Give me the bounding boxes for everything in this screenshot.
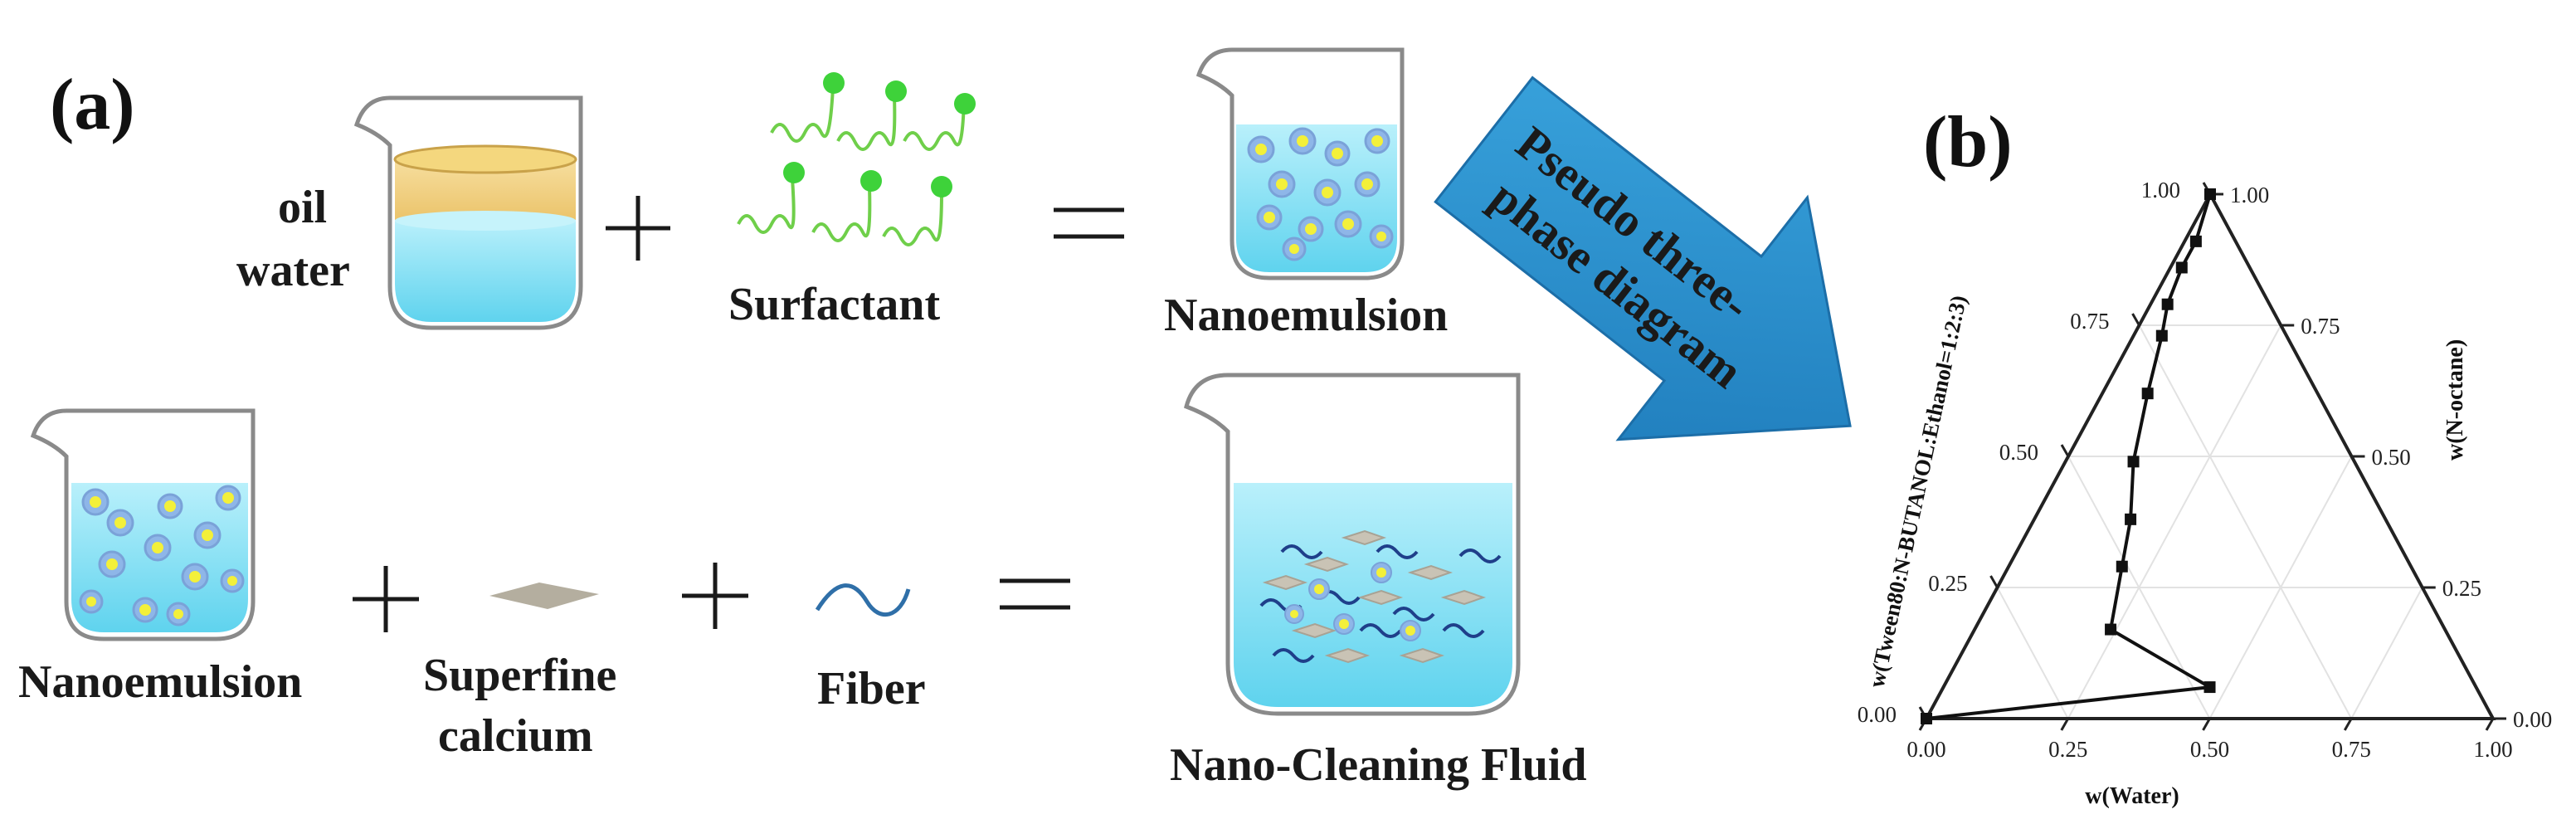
grid-line bbox=[2350, 587, 2423, 719]
data-point bbox=[2105, 623, 2117, 636]
bottom-tick-3: 0.75 bbox=[2332, 737, 2371, 762]
data-point bbox=[2155, 329, 2168, 342]
grid-line bbox=[2138, 324, 2353, 719]
surfactant-molecules-icon bbox=[737, 72, 976, 246]
bottom-tick-1: 0.25 bbox=[2048, 737, 2087, 762]
tick-mark bbox=[2131, 313, 2140, 326]
plus-sign-2 bbox=[353, 566, 419, 632]
calcium-label-line2: calcium bbox=[438, 710, 593, 762]
ternary-ticks bbox=[1918, 182, 2506, 731]
bottom-tick-4: 1.00 bbox=[2473, 737, 2512, 762]
nanoemulsion-beaker bbox=[1195, 47, 1405, 280]
data-point bbox=[2175, 261, 2188, 274]
data-point bbox=[2141, 388, 2154, 400]
data-point bbox=[2161, 298, 2174, 310]
oil-label: oil bbox=[278, 182, 327, 233]
right-tick-3: 0.75 bbox=[2301, 314, 2340, 339]
right-tick-2: 0.50 bbox=[2372, 445, 2411, 470]
tick-mark bbox=[1989, 575, 1999, 588]
data-point bbox=[1921, 713, 1932, 724]
ternary-plot: 0.00 0.25 0.50 0.75 1.00 1.00 0.75 0.50 … bbox=[1858, 178, 2553, 809]
bottom-tick-2: 0.50 bbox=[2190, 737, 2229, 762]
plus-sign-3 bbox=[682, 563, 748, 629]
bottom-tick-0: 0.00 bbox=[1906, 737, 1945, 762]
water-label: water bbox=[236, 245, 350, 296]
ternary-grid bbox=[1996, 324, 2423, 719]
data-point bbox=[2189, 235, 2202, 247]
cleaning-fluid-beaker bbox=[1184, 373, 1521, 716]
nanoemulsion-beaker-2 bbox=[30, 408, 256, 641]
phase-boundary-curve bbox=[1921, 188, 2216, 724]
panel-a-label: (a) bbox=[50, 65, 135, 145]
tick-mark bbox=[2485, 718, 2495, 731]
tick-mark bbox=[2202, 718, 2211, 731]
right-tick-4: 1.00 bbox=[2230, 183, 2269, 207]
right-tick-1: 0.25 bbox=[2442, 576, 2481, 601]
surfactant-label: Surfactant bbox=[728, 279, 940, 330]
equals-sign-2 bbox=[1000, 578, 1070, 610]
left-tick-4: 0.00 bbox=[1858, 702, 1897, 727]
data-point bbox=[2116, 560, 2128, 573]
left-tick-2: 0.50 bbox=[1999, 440, 2038, 465]
grid-line bbox=[1996, 587, 2069, 719]
left-tick-0: 1.00 bbox=[2141, 178, 2180, 202]
nanoemulsion-label-2: Nanoemulsion bbox=[18, 656, 302, 708]
data-point bbox=[2203, 681, 2216, 694]
left-axis-title: w(Tween80:N-BUTANOL:Ethanol=1:2:3) bbox=[1864, 293, 1972, 690]
left-tick-1: 0.75 bbox=[2070, 309, 2109, 334]
grid-line bbox=[2067, 324, 2282, 719]
tick-mark bbox=[2343, 718, 2353, 731]
bottom-axis-title: w(Water) bbox=[2085, 783, 2179, 809]
oil-water-beaker bbox=[353, 95, 583, 330]
calcium-flake-icon bbox=[489, 583, 599, 609]
data-point bbox=[2127, 456, 2140, 468]
fiber-icon bbox=[815, 583, 911, 617]
calcium-label-line1: Superfine bbox=[423, 650, 616, 701]
left-tick-3: 0.25 bbox=[1928, 571, 1967, 596]
fluid-label: Nano-Cleaning Fluid bbox=[1170, 739, 1587, 791]
data-point bbox=[2204, 188, 2216, 200]
grid-line bbox=[2208, 456, 2353, 719]
tick-mark bbox=[2060, 718, 2070, 731]
right-axis-title: w(N-octane) bbox=[2442, 339, 2468, 461]
panel-b-label: (b) bbox=[1923, 102, 2013, 183]
equals-sign bbox=[1054, 207, 1124, 239]
fiber-label: Fiber bbox=[817, 663, 926, 714]
right-tick-0: 0.00 bbox=[2513, 707, 2552, 732]
plus-sign bbox=[606, 196, 670, 261]
tick-mark bbox=[2060, 444, 2070, 457]
nanoemulsion-label: Nanoemulsion bbox=[1164, 290, 1448, 341]
data-point bbox=[2125, 513, 2137, 525]
